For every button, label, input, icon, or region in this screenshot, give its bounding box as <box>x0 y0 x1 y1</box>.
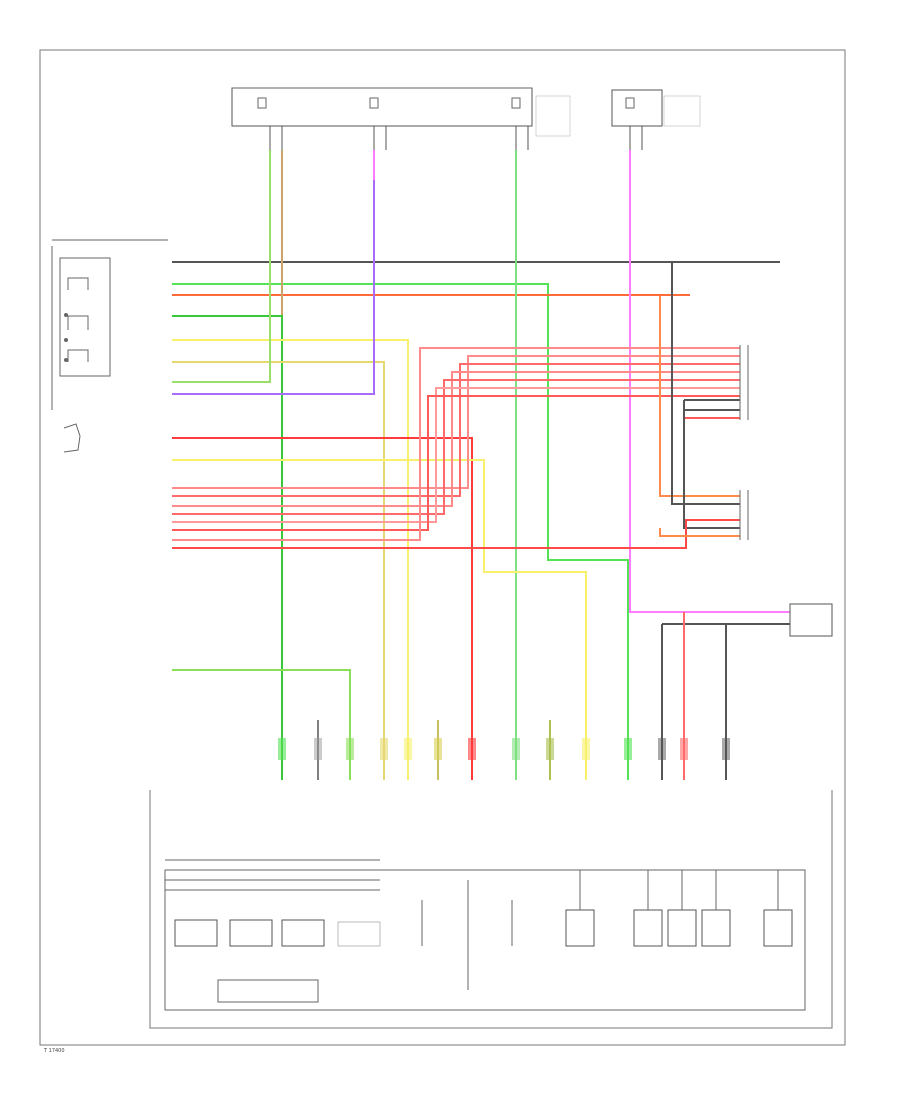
wire-yellow-2 <box>172 361 385 780</box>
wire-red-shiftlock <box>172 437 473 780</box>
reference-code: T 17400 <box>43 1048 65 1054</box>
wire-green-2 <box>172 315 283 780</box>
wire-red-long <box>172 519 740 549</box>
wire-green-5 <box>172 669 351 780</box>
red-wire-bundle <box>172 347 740 541</box>
right-connector-c2 <box>739 490 749 540</box>
diagram-frame <box>39 49 846 1046</box>
wire-green-1 <box>172 283 629 780</box>
shift-lock-switch <box>63 423 81 453</box>
right-connector-c1 <box>739 345 749 420</box>
shift-selector-switch <box>51 239 168 410</box>
right-component-box <box>789 603 833 637</box>
transmission-control-module <box>149 790 833 1029</box>
wire-magenta-2 <box>629 150 790 613</box>
fuse-block-left <box>231 87 571 150</box>
wire-orange-right <box>659 296 740 497</box>
drop-markers <box>278 738 730 760</box>
wire-yellow-1 <box>172 339 409 780</box>
wire-green-3 <box>172 150 271 383</box>
wire-violet-1 <box>172 150 375 395</box>
fuse-block-right <box>611 89 701 150</box>
wire-dark-right-2 <box>683 400 740 529</box>
wire-dark-right <box>671 262 740 505</box>
wire-yellow-shiftlock <box>172 459 587 780</box>
